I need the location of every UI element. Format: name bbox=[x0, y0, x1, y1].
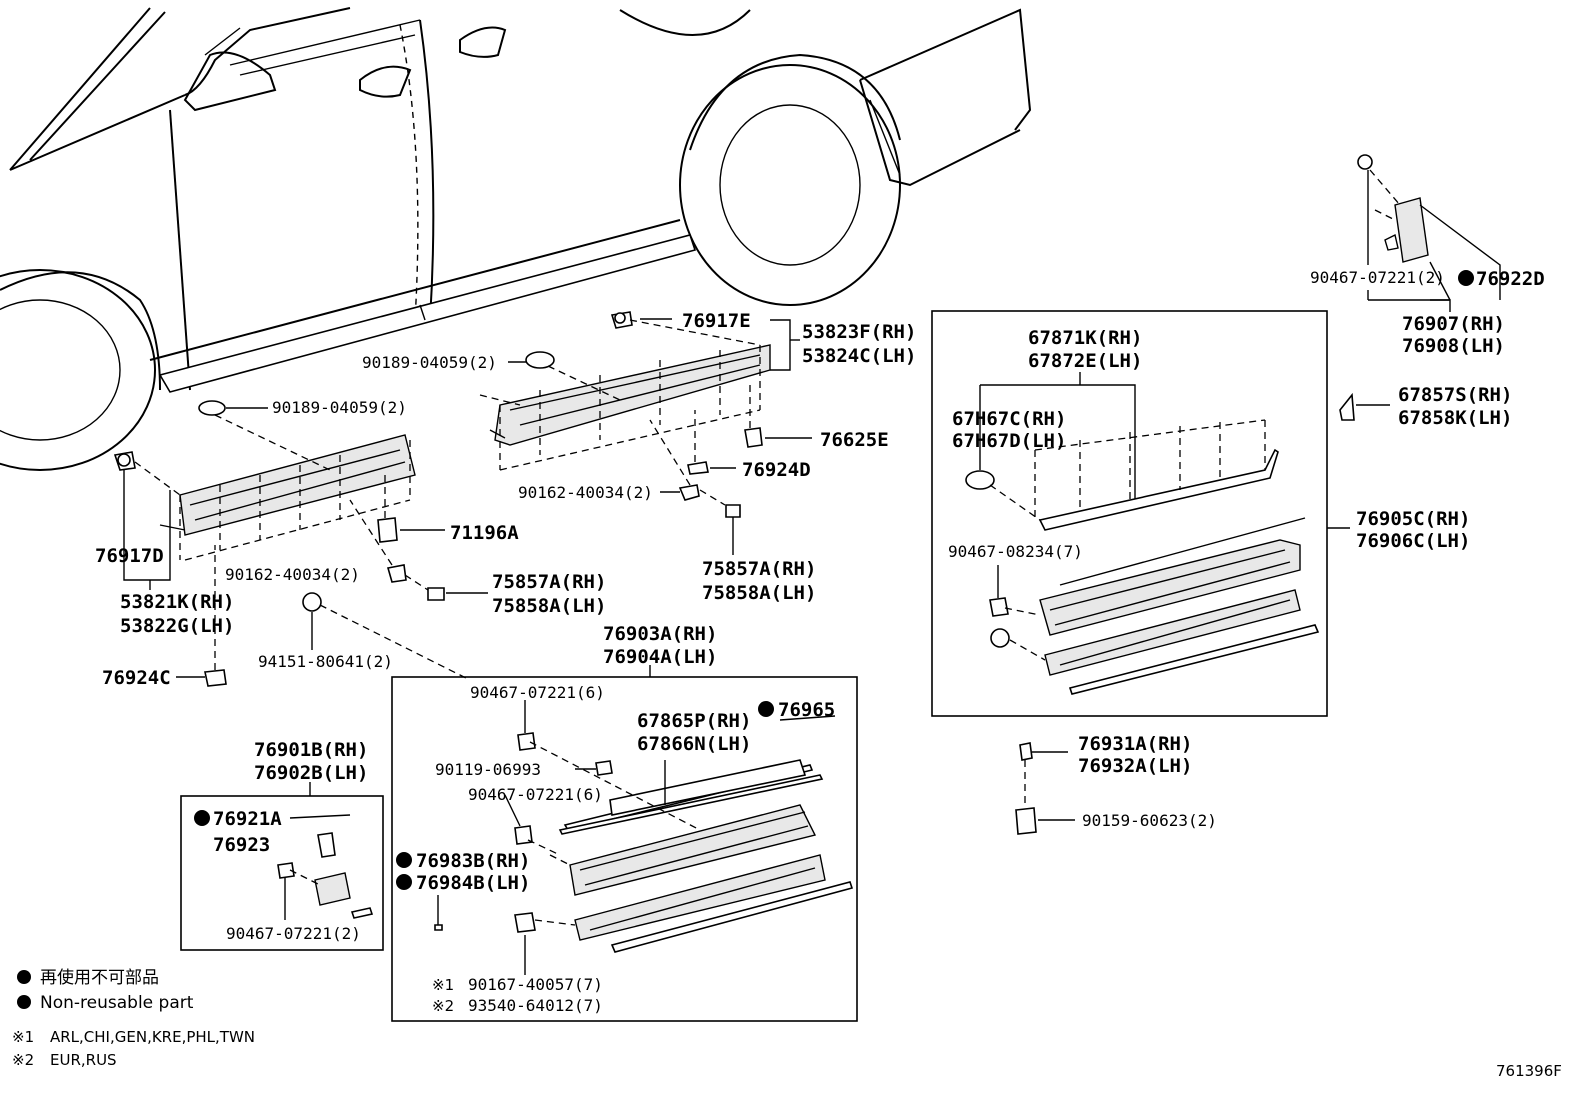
label-75857A-left: 75857A(RH) bbox=[492, 571, 606, 593]
label-67872E: 67872E(LH) bbox=[1028, 350, 1142, 372]
label-76924D: 76924D bbox=[742, 459, 811, 481]
non-reusable-dot bbox=[396, 874, 412, 890]
label-76924C: 76924C bbox=[102, 667, 171, 689]
label-76625E: 76625E bbox=[820, 429, 889, 451]
label-76965: 76965 bbox=[778, 699, 835, 721]
label-67871K: 67871K(RH) bbox=[1028, 327, 1142, 349]
label-90467-6b: 90467-07221(6) bbox=[468, 785, 603, 804]
label-75858A-left: 75858A(LH) bbox=[492, 595, 606, 617]
legend-dot bbox=[17, 970, 31, 984]
label-90467-6a: 90467-07221(6) bbox=[470, 683, 605, 702]
non-reusable-dot bbox=[758, 701, 774, 717]
label-76908: 76908(LH) bbox=[1402, 335, 1505, 357]
label-76917E: 76917E bbox=[682, 310, 751, 332]
label-90162-left: 90162-40034(2) bbox=[225, 565, 360, 584]
label-90162-right: 90162-40034(2) bbox=[518, 483, 653, 502]
label-53823F: 53823F(RH) bbox=[802, 321, 916, 343]
label-90467-7: 90467-08234(7) bbox=[948, 542, 1083, 561]
label-75857A-right: 75857A(RH) bbox=[702, 558, 816, 580]
label-76923: 76923 bbox=[213, 834, 270, 856]
non-reusable-dot bbox=[194, 810, 210, 826]
figure-reference: 761396F bbox=[1496, 1062, 1562, 1080]
label-67865P: 67865P(RH) bbox=[637, 710, 751, 732]
label-76903A: 76903A(RH) bbox=[603, 623, 717, 645]
label-53822G: 53822G(LH) bbox=[120, 615, 234, 637]
label-67866N: 67866N(LH) bbox=[637, 733, 751, 755]
label-76931A: 76931A(RH) bbox=[1078, 733, 1192, 755]
non-reusable-dot bbox=[1458, 270, 1474, 286]
label-76901B: 76901B(RH) bbox=[254, 739, 368, 761]
car-body-outline bbox=[0, 7, 1032, 471]
label-76905C: 76905C(RH) bbox=[1356, 508, 1470, 530]
label-76932A: 76932A(LH) bbox=[1078, 755, 1192, 777]
label-76983B: 76983B(RH) bbox=[416, 850, 530, 872]
fastener-group bbox=[1015, 742, 1075, 835]
label-76902B: 76902B(LH) bbox=[254, 762, 368, 784]
label-67858K: 67858K(LH) bbox=[1398, 407, 1512, 429]
label-90467-2a: 90467-07221(2) bbox=[226, 924, 361, 943]
label-76917D: 76917D bbox=[95, 545, 164, 567]
note-2: EUR,RUS bbox=[50, 1051, 117, 1069]
label-53824C: 53824C(LH) bbox=[802, 345, 916, 367]
legend-en: Non-reusable part bbox=[40, 993, 194, 1013]
label-76921A: 76921A bbox=[213, 808, 282, 830]
note-1-mark: ※1 bbox=[12, 1028, 34, 1046]
label-67857S: 67857S(RH) bbox=[1398, 384, 1512, 406]
label-75858A-right: 75858A(LH) bbox=[702, 582, 816, 604]
label-90119: 90119-06993 bbox=[435, 760, 541, 779]
label-90167: 90167-40057(7) bbox=[468, 975, 603, 994]
label-67H67D: 67H67D(LH) bbox=[952, 430, 1066, 452]
label-76984B: 76984B(LH) bbox=[416, 872, 530, 894]
label-90189-left: 90189-04059(2) bbox=[272, 398, 407, 417]
label-76906C: 76906C(LH) bbox=[1356, 530, 1470, 552]
label-93540: 93540-64012(7) bbox=[468, 996, 603, 1015]
rocker-molding-rear bbox=[479, 311, 812, 555]
box-76905C bbox=[931, 310, 1350, 717]
rocker-molding-front bbox=[113, 400, 488, 687]
box-76901B bbox=[180, 782, 384, 951]
note-mark-1: ※1 bbox=[432, 976, 454, 994]
note-mark-2: ※2 bbox=[432, 997, 454, 1015]
legend: 再使用不可部品 Non-reusable part ※1 ARL,CHI,GEN… bbox=[12, 967, 255, 1069]
label-90159: 90159-60623(2) bbox=[1082, 811, 1217, 830]
label-90189-center: 90189-04059(2) bbox=[362, 353, 497, 372]
label-71196A: 71196A bbox=[450, 522, 519, 544]
part-labels: 76917E 53823F(RH) 53824C(LH) 90189-04059… bbox=[95, 268, 1545, 1015]
legend-dot bbox=[17, 995, 31, 1009]
note-1: ARL,CHI,GEN,KRE,PHL,TWN bbox=[50, 1028, 255, 1046]
label-94151: 94151-80641(2) bbox=[258, 652, 393, 671]
label-76922D: 76922D bbox=[1476, 268, 1545, 290]
mudguard-assembly bbox=[1339, 154, 1501, 421]
label-67H67C: 67H67C(RH) bbox=[952, 408, 1066, 430]
note-2-mark: ※2 bbox=[12, 1051, 34, 1069]
label-90467-2b: 90467-07221(2) bbox=[1310, 268, 1445, 287]
box-76903A bbox=[391, 665, 858, 1022]
label-76904A: 76904A(LH) bbox=[603, 646, 717, 668]
non-reusable-dot bbox=[396, 852, 412, 868]
legend-jp: 再使用不可部品 bbox=[40, 967, 159, 988]
label-53821K: 53821K(RH) bbox=[120, 591, 234, 613]
label-76907: 76907(RH) bbox=[1402, 313, 1505, 335]
